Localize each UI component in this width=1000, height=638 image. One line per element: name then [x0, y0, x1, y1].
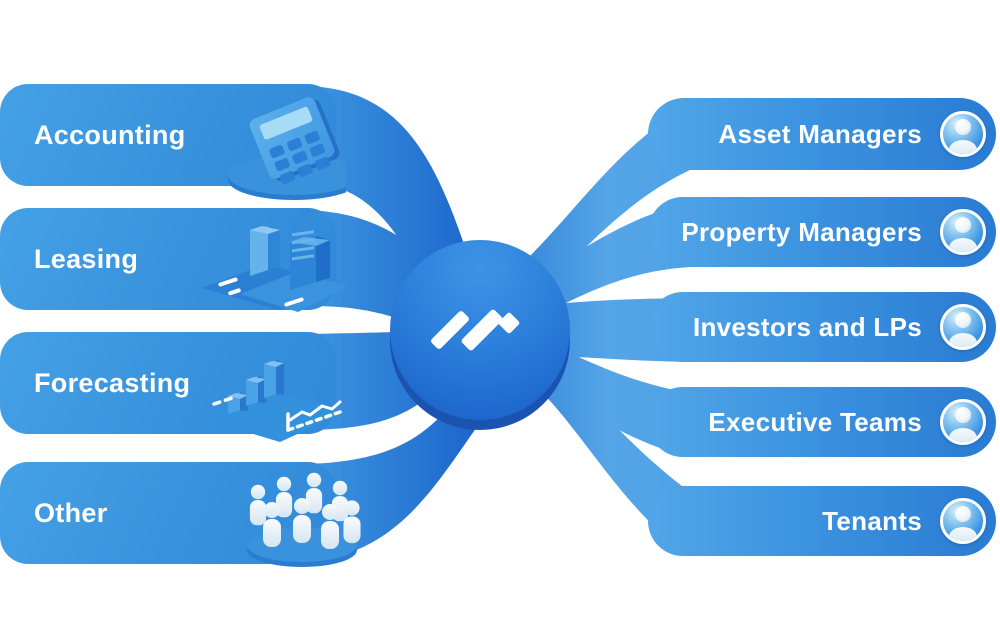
pill-executive-teams: Executive Teams [648, 387, 996, 457]
band-from-accounting [305, 86, 470, 300]
avatar-head [955, 506, 971, 522]
hub [390, 240, 570, 430]
avatar-head [955, 119, 971, 135]
avatar-torso [949, 333, 977, 347]
w-logo-icon [431, 309, 520, 351]
pill-asset-managers: Asset Managers [648, 98, 996, 170]
card-forecasting-label: Forecasting [34, 367, 191, 398]
card-leasing: Leasing [0, 208, 348, 312]
pill-executive-teams-label: Executive Teams [708, 406, 922, 437]
card-forecasting: Forecasting [0, 332, 346, 442]
user-avatar-icon [940, 399, 986, 445]
avatar-head [955, 312, 971, 328]
pill-investors-and-lps: Investors and LPs [648, 292, 996, 362]
avatar-torso [949, 527, 977, 541]
avatar-torso [949, 428, 977, 442]
hub-circle [390, 240, 570, 420]
pill-asset-managers-label: Asset Managers [718, 118, 922, 149]
pill-property-managers-label: Property Managers [681, 216, 922, 247]
card-accounting: Accounting [0, 84, 346, 200]
pill-investors-and-lps-label: Investors and LPs [692, 311, 922, 342]
avatar-torso [949, 238, 977, 252]
card-other: Other [0, 462, 361, 567]
avatar-head [955, 217, 971, 233]
user-avatar-icon [940, 304, 986, 350]
user-avatar-icon [940, 209, 986, 255]
card-other-label: Other [34, 497, 108, 528]
avatar-torso [949, 140, 977, 154]
user-avatar-icon [940, 498, 986, 544]
card-accounting-label: Accounting [34, 119, 186, 150]
avatar-head [955, 407, 971, 423]
buildings-3d-icon [202, 226, 348, 312]
pill-tenants-label: Tenants [822, 505, 922, 536]
pill-property-managers: Property Managers [648, 197, 996, 267]
user-avatar-icon [940, 111, 986, 157]
pill-tenants: Tenants [648, 486, 996, 556]
bar-chart-3d-icon [200, 360, 346, 442]
card-leasing-label: Leasing [34, 243, 139, 274]
